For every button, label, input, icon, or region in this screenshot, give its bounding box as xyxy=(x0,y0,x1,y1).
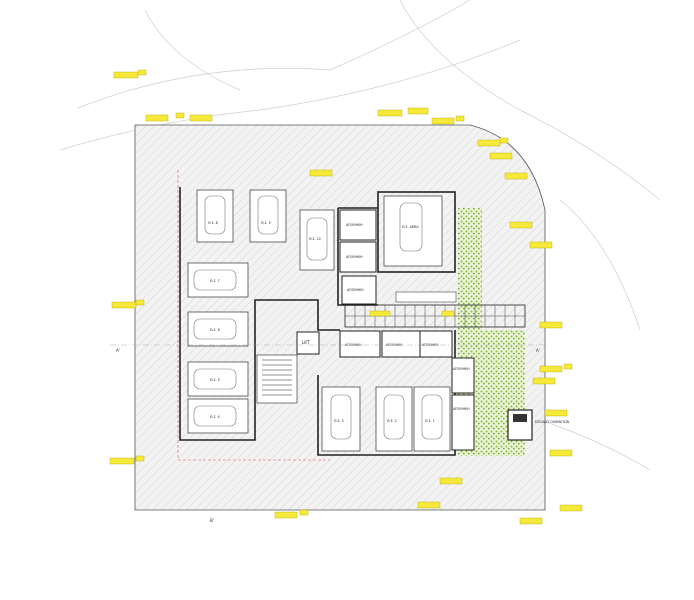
parking-label: Θ.Σ. 6 xyxy=(210,328,220,332)
elevation-tag xyxy=(509,221,533,229)
section-marker-a-left: A' xyxy=(116,348,120,353)
elevation-tag xyxy=(489,152,513,160)
storage-label: ΑΠΟΘΗΚΗ xyxy=(346,223,363,227)
car-icons xyxy=(193,195,443,440)
elevation-tag xyxy=(559,504,583,512)
elevation-tag xyxy=(274,511,298,519)
elevation-tag xyxy=(309,169,333,177)
elevation-tag xyxy=(109,457,135,465)
parking-label: Θ.Σ. 2 xyxy=(387,419,397,423)
elevation-tag xyxy=(519,517,543,525)
elevation-tag xyxy=(431,117,455,125)
elevation-tag xyxy=(441,310,455,317)
elevation-tag xyxy=(539,321,563,329)
elevation-tag xyxy=(145,114,169,122)
elevation-tag xyxy=(113,71,139,79)
parking-bay xyxy=(187,311,249,347)
parking-bays xyxy=(187,189,451,452)
lift-shaft xyxy=(296,331,320,355)
parking-bay xyxy=(249,189,287,243)
storage-label: ΑΠΟΘΗΚΗ xyxy=(386,343,403,347)
lift-label: LIFT xyxy=(302,340,311,345)
storage-label: ΑΠΟΘΗΚΗ xyxy=(453,367,470,371)
parking-bay xyxy=(196,189,234,243)
parking-bay xyxy=(187,262,249,298)
storage-rooms xyxy=(339,209,475,451)
parking-label: Θ.Σ. 1 xyxy=(425,419,435,423)
elevation-tag xyxy=(477,139,501,147)
storage-label: ΑΠΟΘΗΚΗ xyxy=(453,407,470,411)
elevation-tag xyxy=(111,301,137,309)
parking-bay xyxy=(187,398,249,434)
elevation-tag xyxy=(532,377,556,385)
parking-label: Θ.Σ. 3 xyxy=(334,419,344,423)
vehicle-entrance-label: ΕΙΣΟΔΟΣ ΟΧΗΜΑΤΩΝ xyxy=(535,420,570,424)
elevation-tag xyxy=(417,501,441,509)
elevation-tag xyxy=(544,409,568,417)
parking-label: Θ.Σ. 5 xyxy=(210,378,220,382)
elevation-tag xyxy=(369,310,391,317)
elevation-tag xyxy=(504,172,528,180)
parking-label: Θ.Σ. 7 xyxy=(210,279,220,283)
elevation-tag xyxy=(549,449,573,457)
parking-label: Θ.Σ. 10 xyxy=(309,237,321,241)
accessible-parking-bay xyxy=(383,195,443,267)
parking-bay xyxy=(187,361,249,397)
parking-bay xyxy=(375,386,413,452)
section-marker-a-right: A' xyxy=(536,348,540,353)
parking-label: Θ.Σ. 8 xyxy=(208,221,218,225)
parking-label: Θ.Σ. 4 xyxy=(210,415,220,419)
staircase xyxy=(256,354,298,404)
storage-label: ΑΠΟΘΗΚΗ xyxy=(346,255,363,259)
elevation-tag xyxy=(377,109,403,117)
elevation-tag xyxy=(529,241,553,249)
parking-bay xyxy=(413,386,451,452)
parking-label: Θ.Σ. 9 xyxy=(261,221,271,225)
elevation-tag xyxy=(189,114,213,122)
accessible-spot-label: Θ.Σ. ΑΜΕΑ xyxy=(402,225,420,229)
car-lift-icon xyxy=(513,414,527,422)
storage-label: ΑΠΟΘΗΚΗ xyxy=(347,288,364,292)
elevation-tags xyxy=(109,69,583,525)
elevation-tag xyxy=(439,477,463,485)
elevation-tag xyxy=(539,365,563,373)
section-marker-b: B' xyxy=(210,518,214,523)
setback-line xyxy=(177,170,330,461)
parking-bay xyxy=(321,386,361,452)
